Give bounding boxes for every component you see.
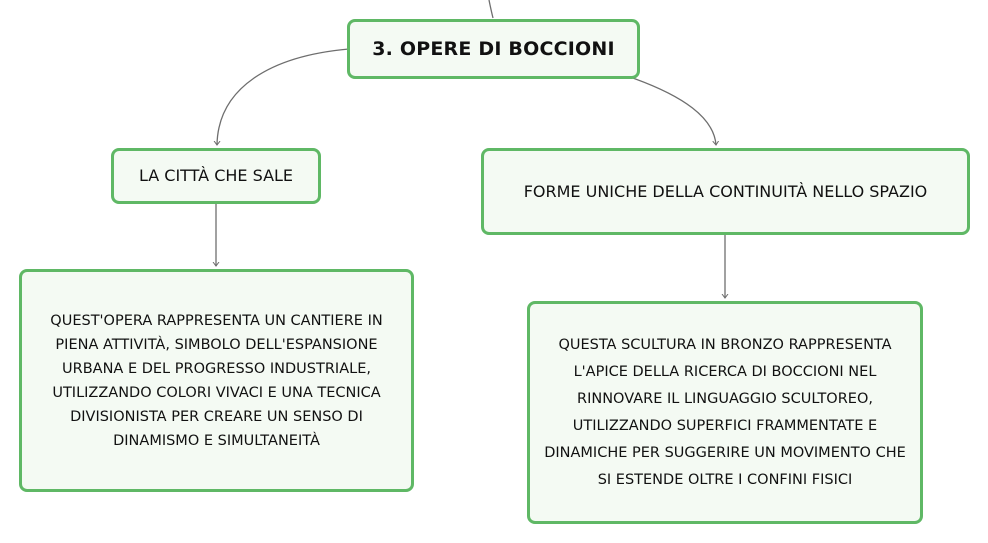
topic-node-la-citta-che-sale[interactable]: LA CITTÀ CHE SALE (111, 148, 321, 204)
root-topic-node[interactable]: 3. OPERE DI BOCCIONI (347, 19, 640, 79)
connector-root-to-left-branch (217, 48, 350, 145)
root-topic-label: 3. OPERE DI BOCCIONI (372, 38, 615, 60)
description-text: QUEST'OPERA RAPPRESENTA UN CANTIERE IN P… (50, 312, 383, 449)
topic-label: LA CITTÀ CHE SALE (138, 166, 294, 185)
description-text: QUESTA SCULTURA IN BRONZO RAPPRESENTA L'… (544, 336, 906, 488)
topic-label: FORME UNICHE DELLA CONTINUITÀ NELLO SPAZ… (523, 181, 928, 201)
connector-parent-to-root (488, 0, 494, 19)
topic-node-forme-uniche[interactable]: FORME UNICHE DELLA CONTINUITÀ NELLO SPAZ… (481, 148, 970, 235)
description-node-forme-uniche[interactable]: QUESTA SCULTURA IN BRONZO RAPPRESENTA L'… (527, 301, 923, 524)
description-node-la-citta-che-sale[interactable]: QUEST'OPERA RAPPRESENTA UN CANTIERE IN P… (19, 269, 414, 492)
connector-root-to-right-branch (629, 76, 716, 145)
